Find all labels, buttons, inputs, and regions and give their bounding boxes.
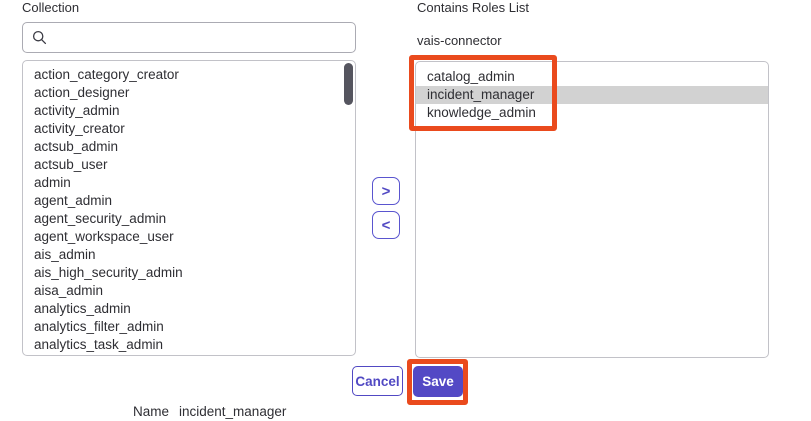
save-button[interactable]: Save xyxy=(413,366,463,397)
scrollbar-thumb[interactable] xyxy=(344,63,353,105)
search-input[interactable] xyxy=(47,23,355,52)
roles-listbox[interactable]: catalog_admin incident_manager knowledge… xyxy=(415,61,769,358)
list-item[interactable]: action_category_creator xyxy=(34,67,179,82)
roles-list: catalog_admin incident_manager knowledge… xyxy=(416,68,768,122)
move-right-button[interactable]: > xyxy=(372,177,400,205)
list-item[interactable]: ais_high_security_admin xyxy=(34,265,183,280)
list-item[interactable]: agent_admin xyxy=(34,193,113,208)
list-item[interactable]: knowledge_admin xyxy=(427,105,536,120)
list-item[interactable]: analytics_viewer xyxy=(23,354,355,355)
list-item[interactable]: agent_security_admin xyxy=(34,211,167,226)
collection-listbox[interactable]: action_category_creator action_designer … xyxy=(22,60,356,356)
collection-label: Collection xyxy=(22,0,80,15)
list-item[interactable]: ais_admin xyxy=(34,247,96,262)
list-item[interactable]: actsub_admin xyxy=(34,139,119,154)
chevron-right-icon: > xyxy=(381,182,391,200)
move-left-button[interactable]: < xyxy=(372,211,400,239)
collection-list: action_category_creator action_designer … xyxy=(23,66,355,355)
list-item[interactable]: aisa_admin xyxy=(34,283,104,298)
name-label: Name xyxy=(133,404,170,419)
list-item[interactable]: catalog_admin xyxy=(427,69,515,84)
list-item[interactable]: action_designer xyxy=(34,85,130,100)
name-value: incident_manager xyxy=(179,404,287,419)
list-item[interactable]: activity_admin xyxy=(34,103,120,118)
collection-search[interactable] xyxy=(22,22,356,53)
list-item[interactable]: analytics_admin xyxy=(34,301,131,316)
list-item[interactable]: actsub_user xyxy=(34,157,108,172)
list-item[interactable]: analytics_filter_admin xyxy=(34,319,164,334)
list-item[interactable]: activity_creator xyxy=(34,121,125,136)
list-item[interactable]: agent_workspace_user xyxy=(34,229,174,244)
list-item[interactable]: admin xyxy=(34,175,71,190)
list-item-selected[interactable]: incident_manager xyxy=(416,86,768,104)
connector-name-label: vais-connector xyxy=(417,33,502,48)
cancel-button[interactable]: Cancel xyxy=(352,366,403,396)
search-icon xyxy=(32,30,47,45)
chevron-left-icon: < xyxy=(381,216,391,234)
list-item[interactable]: analytics_task_admin xyxy=(34,337,164,352)
contains-roles-label: Contains Roles List xyxy=(417,0,529,15)
name-row: Name incident_manager xyxy=(133,404,286,419)
